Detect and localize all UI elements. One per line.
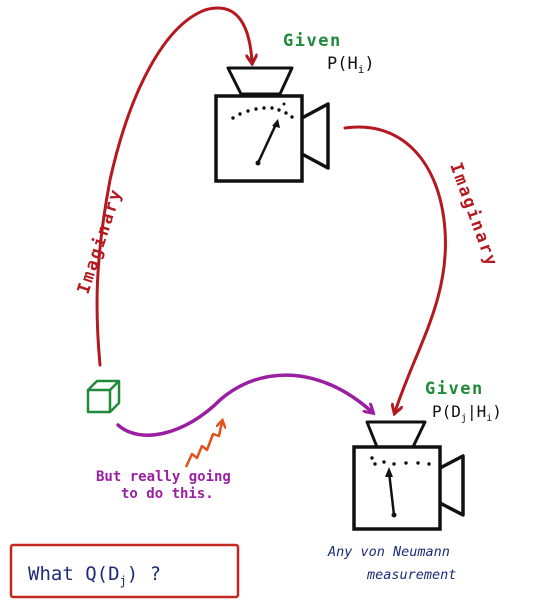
bottom-device-funnel: [365, 420, 427, 449]
bottom-device-caption-line1: Any von Neumann: [327, 544, 450, 560]
imaginary-label-left: Imaginary: [74, 186, 127, 297]
cube-icon: [86, 379, 121, 414]
bottom-probability-formula: P(Dj|Hi): [432, 402, 502, 424]
bottom-device-needle: [387, 471, 396, 516]
question-text: What Q(Dj) ?: [28, 563, 161, 588]
bottom-device-lens: [439, 454, 465, 517]
bottom-device-dial-ticks: [370, 456, 431, 466]
note-line1: But really going: [96, 469, 231, 485]
bottom-device-body: [352, 445, 442, 531]
imaginary-arrow-right: [343, 125, 447, 412]
imaginary-label-right: Imaginary: [445, 160, 501, 270]
bottom-device-caption-line2: measurement: [366, 567, 456, 583]
note-line2: to do this.: [121, 486, 214, 502]
actual-arrow: [116, 373, 372, 437]
question-box: [9, 543, 240, 599]
top-given-label: Given: [283, 31, 342, 51]
top-device-needle: [256, 121, 279, 164]
top-device-dial-ticks: [231, 102, 294, 120]
top-device-funnel: [226, 66, 294, 96]
top-measurement-device: [214, 66, 330, 183]
note-pointer-arrow: [184, 422, 222, 468]
bottom-given-label: Given: [425, 379, 484, 399]
bottom-measurement-device: [352, 420, 465, 531]
imaginary-arrow-left: [95, 6, 252, 367]
top-probability-formula: P(Hi): [327, 54, 375, 76]
top-device-body: [214, 94, 304, 183]
top-device-lens: [301, 102, 330, 170]
